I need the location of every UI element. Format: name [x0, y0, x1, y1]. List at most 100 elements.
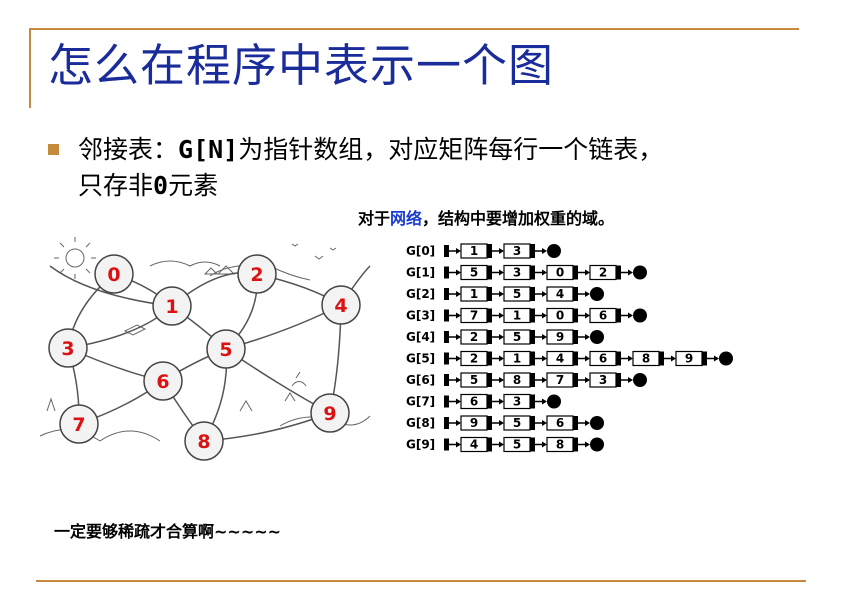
null-terminator-icon	[633, 308, 647, 323]
null-terminator-icon	[590, 330, 604, 344]
next-pointer	[487, 330, 492, 344]
list-node-value: 8	[556, 438, 564, 452]
bullet-code: G[N]	[178, 135, 239, 164]
next-pointer	[530, 416, 535, 430]
next-pointer	[487, 265, 492, 280]
arrowhead-icon	[542, 355, 547, 362]
list-node-value: 3	[513, 395, 521, 409]
arrowhead-icon	[542, 398, 547, 405]
next-pointer	[530, 437, 535, 452]
node-label: 8	[197, 431, 210, 453]
next-pointer	[573, 308, 578, 323]
node-circle	[206, 329, 246, 369]
adjacency-row: G[7] 6 3	[406, 393, 561, 410]
arrowhead-icon	[456, 420, 461, 426]
pointer-block	[444, 309, 449, 322]
arrowhead-icon	[628, 355, 633, 362]
next-pointer	[487, 308, 492, 323]
row-head-label: G[1]	[406, 266, 435, 280]
list-node-value: 9	[470, 416, 478, 430]
next-pointer	[616, 373, 621, 387]
cyclist-icon	[291, 371, 307, 387]
next-pointer	[573, 373, 578, 387]
note-highlight: 网络	[390, 209, 423, 228]
node-label: 3	[61, 338, 74, 360]
list-node-value: 6	[599, 309, 607, 323]
pointer-block	[444, 374, 449, 386]
next-pointer	[573, 330, 578, 344]
arrowhead-icon	[499, 398, 504, 405]
pointer-block	[444, 288, 449, 300]
arrowhead-icon	[628, 269, 633, 276]
bullet-line2-a: 只存非	[78, 171, 154, 200]
next-pointer	[530, 308, 535, 323]
next-pointer	[487, 351, 492, 366]
arrowhead-icon	[456, 248, 461, 254]
bullet-line2-zero: 0	[153, 171, 169, 200]
pointer-block	[444, 438, 449, 451]
node-circle	[321, 285, 361, 325]
list-node-value: 9	[556, 330, 564, 344]
pointer-block	[444, 331, 449, 343]
next-pointer	[616, 308, 621, 323]
arrowhead-icon	[456, 377, 461, 383]
list-node-value: 6	[556, 416, 564, 430]
next-pointer	[616, 351, 621, 366]
row-head-label: G[2]	[406, 287, 435, 301]
list-node-value: 7	[556, 373, 564, 387]
arrowhead-icon	[585, 291, 590, 297]
null-terminator-icon	[590, 416, 604, 430]
arrowhead-icon	[499, 269, 504, 276]
arrowhead-icon	[456, 269, 461, 276]
list-node-value: 6	[470, 395, 478, 409]
list-node-value: 4	[556, 287, 564, 301]
arrowhead-icon	[585, 441, 590, 448]
null-terminator-icon	[547, 394, 561, 409]
null-terminator-icon	[547, 244, 561, 258]
arrowhead-icon	[585, 377, 590, 383]
row-head-label: G[9]	[406, 438, 435, 452]
next-pointer	[530, 244, 535, 258]
arrowhead-icon	[714, 355, 719, 362]
arrowhead-icon	[456, 312, 461, 319]
list-node-value: 3	[599, 373, 607, 387]
list-node-value: 1	[513, 352, 521, 366]
list-node-value: 5	[513, 330, 521, 344]
arrowhead-icon	[628, 312, 633, 319]
list-node-value: 5	[470, 373, 478, 387]
frame-vertical-line	[29, 28, 31, 108]
pointer-block	[444, 395, 449, 408]
arrowhead-icon	[542, 334, 547, 340]
node-label: 0	[107, 264, 120, 286]
note-part2: ，结构中要增加权重的域。	[422, 209, 615, 228]
next-pointer	[530, 373, 535, 387]
node-label: 9	[323, 403, 336, 425]
row-head-label: G[7]	[406, 395, 435, 409]
node-circle	[152, 286, 192, 326]
sun-rays-icon	[54, 237, 96, 279]
pointer-block	[444, 245, 449, 257]
node-label: 6	[156, 371, 169, 393]
arrowhead-icon	[456, 291, 461, 297]
arrowhead-icon	[456, 398, 461, 405]
page-title: 怎么在程序中表示一个图	[48, 39, 555, 92]
arrowhead-icon	[542, 291, 547, 297]
row-head-label: G[5]	[406, 352, 435, 366]
arrowhead-icon	[585, 334, 590, 340]
sun-icon	[65, 248, 85, 268]
list-node-value: 5	[470, 266, 478, 280]
graph-node-1: 1	[152, 286, 192, 326]
null-terminator-icon	[633, 265, 647, 280]
graph-node-9: 9	[310, 393, 350, 433]
next-pointer	[487, 416, 492, 430]
next-pointer	[573, 437, 578, 452]
arrowhead-icon	[542, 248, 547, 254]
row-head-label: G[6]	[406, 373, 435, 387]
list-node-value: 3	[513, 266, 521, 280]
